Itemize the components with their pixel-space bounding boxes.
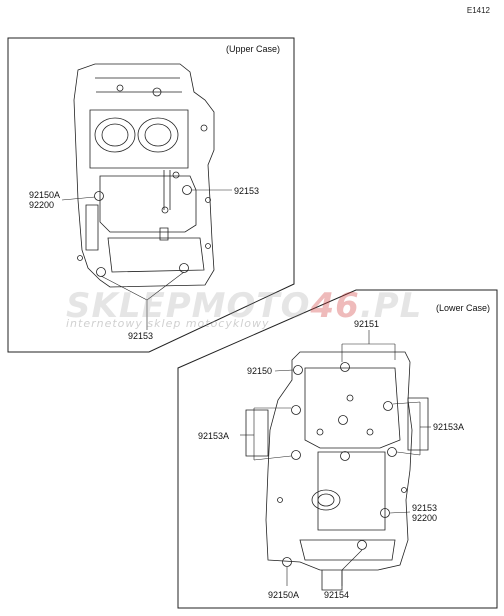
upper-crankcase [73,63,215,288]
label-92200-upper: 92200 [29,200,55,210]
label-92151: 92151 [354,319,380,329]
upper-case-title: (Upper Case) [226,44,281,54]
label-92150: 92150 [247,366,273,376]
label-92150A-lower: 92150A [268,590,300,600]
upper-leader-lines [61,189,232,330]
upper-case-frame [7,37,295,353]
label-92200-lower: 92200 [412,513,438,523]
diagram-code: E1412 [466,6,490,15]
lower-leader-lines [240,330,431,586]
watermark-logo: SKLEPMOTO46.PL [66,286,423,326]
label-92150A-upper: 92150A [29,190,61,200]
label-92153A-right: 92153A [433,422,465,432]
label-92153-upper-right: 92153 [234,186,260,196]
label-92153-lower: 92153 [412,503,438,513]
lower-case-frame [177,289,498,609]
watermark-tagline: internetowy sklep motocyklowy [66,317,270,330]
lower-case-title: (Lower Case) [436,303,491,313]
label-92153A-left: 92153A [198,431,230,441]
lower-crankcase [245,351,429,591]
label-92153-upper-bottom: 92153 [128,331,154,341]
label-92154: 92154 [324,590,350,600]
